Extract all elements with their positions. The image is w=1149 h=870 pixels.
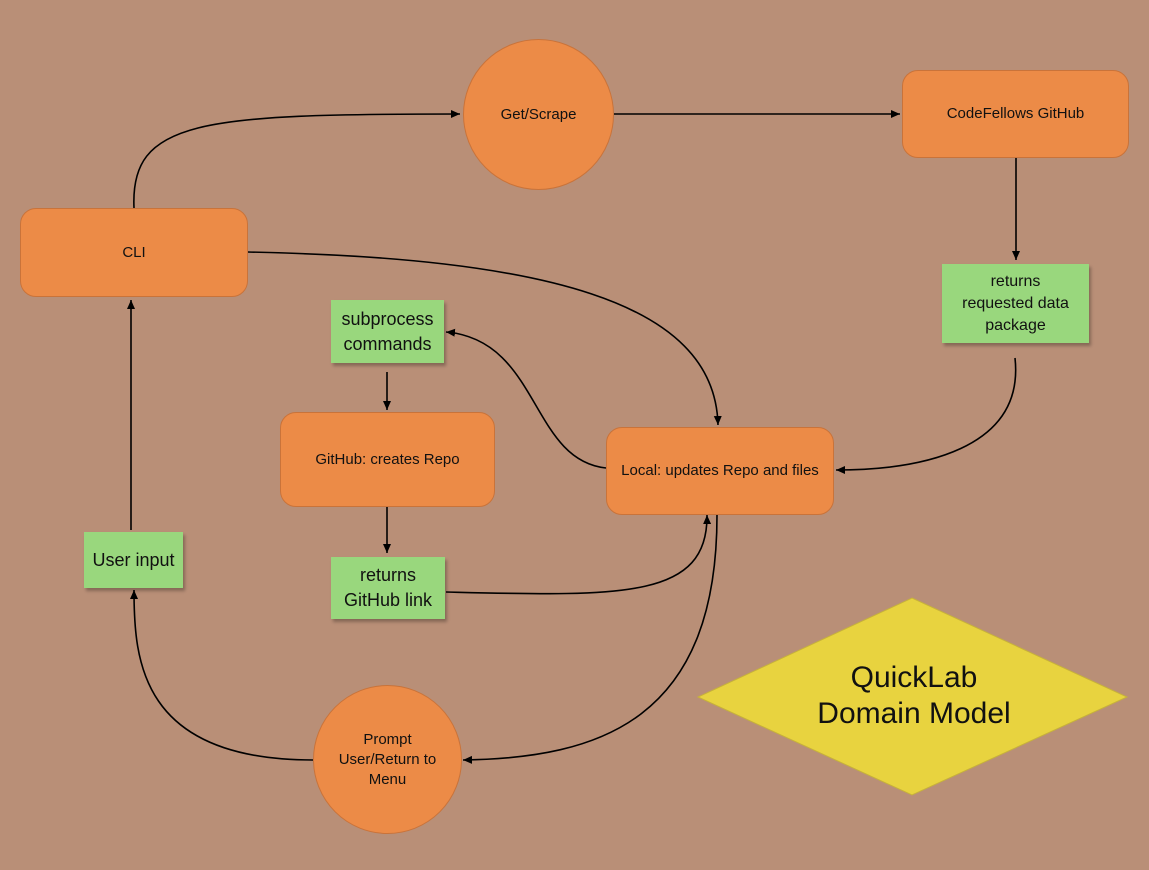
- user-input-note: User input: [84, 532, 183, 588]
- edge-returns-data-to-local: [835, 357, 1017, 474]
- get-scrape-node: Get/Scrape: [463, 39, 614, 190]
- edge-cli-to-local: [247, 251, 722, 426]
- subprocess-commands-note: subprocess commands: [331, 300, 444, 363]
- user-input-label: User input: [92, 549, 175, 570]
- title-diamond: [696, 597, 1129, 796]
- subprocess-commands-label: subprocess commands: [341, 308, 434, 354]
- returns-data-label: returns requested data package: [962, 272, 1069, 334]
- cli-label: CLI: [122, 243, 146, 261]
- returns-data-note: returns requested data package: [942, 264, 1089, 343]
- codefellows-github-node: CodeFellows GitHub: [902, 70, 1129, 158]
- local-updates-repo-label: Local: updates Repo and files: [621, 462, 819, 479]
- edge-local-to-subprocess: [445, 328, 607, 469]
- prompt-user-label: Prompt User/Return to Menu: [338, 730, 437, 788]
- codefellows-github-label: CodeFellows GitHub: [946, 105, 1085, 122]
- prompt-user-node: Prompt User/Return to Menu: [313, 685, 462, 834]
- returns-github-link-note: returns GitHub link: [331, 557, 445, 619]
- github-creates-repo-label: GitHub: creates Repo: [315, 450, 460, 468]
- edge-cli-to-get-scrape: [133, 110, 461, 209]
- cli-node: CLI: [20, 208, 248, 297]
- edge-prompt-to-user-input: [130, 589, 314, 761]
- returns-github-link-label: returns GitHub link: [343, 565, 433, 610]
- edge-local-to-prompt: [462, 514, 718, 764]
- diagram-title: QuickLab Domain Model: [817, 661, 1011, 730]
- edge-returns-link-to-local: [445, 514, 712, 595]
- get-scrape-label: Get/Scrape: [500, 105, 577, 123]
- github-creates-repo-node: GitHub: creates Repo: [280, 412, 495, 507]
- local-updates-repo-node: Local: updates Repo and files: [606, 427, 834, 515]
